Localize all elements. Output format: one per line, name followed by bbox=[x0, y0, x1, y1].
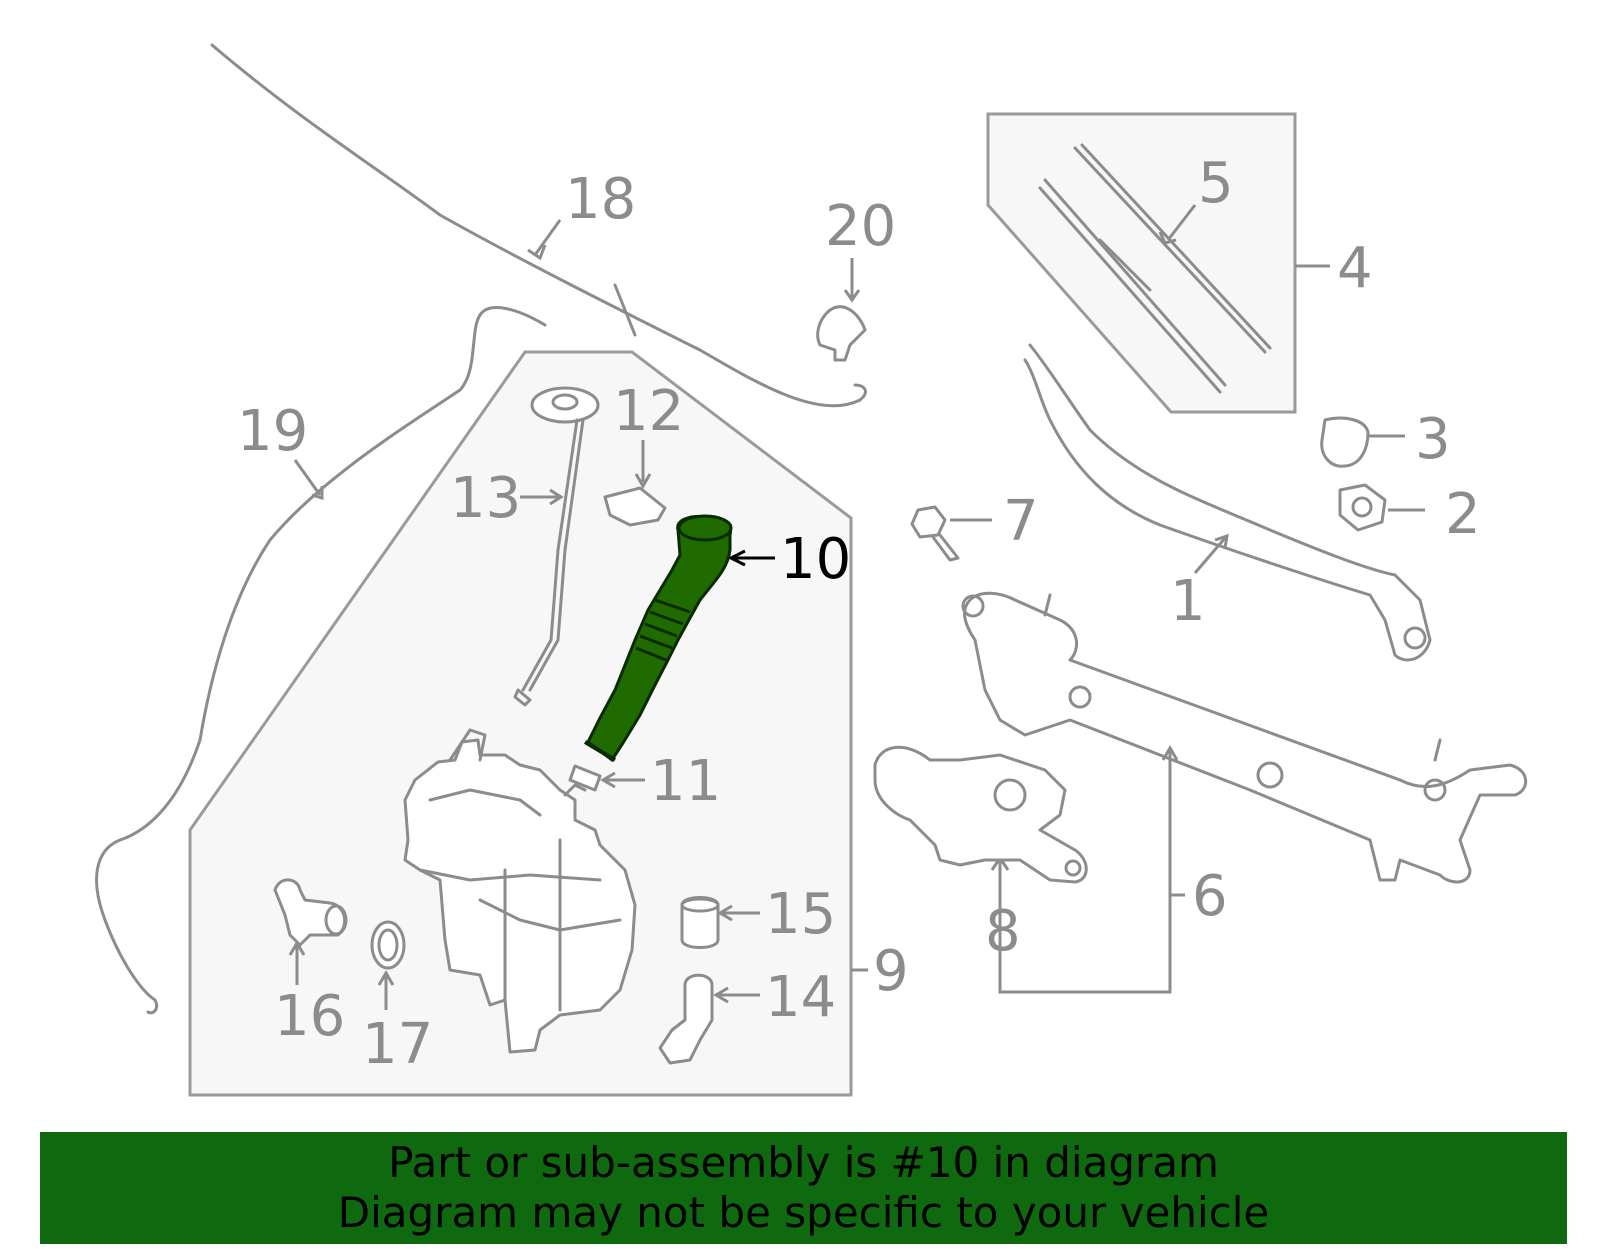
callout-12: 12 bbox=[613, 379, 684, 444]
level-sensor-part bbox=[273, 878, 348, 985]
bolt-part bbox=[910, 505, 992, 562]
callout-19: 19 bbox=[237, 399, 308, 464]
wiper-linkage-part bbox=[961, 591, 1528, 994]
grommet-part bbox=[370, 920, 406, 1010]
callout-2: 2 bbox=[1445, 482, 1481, 547]
callout-13: 13 bbox=[450, 466, 521, 531]
info-banner: Part or sub-assembly is #10 in diagram D… bbox=[40, 1132, 1567, 1244]
callout-17: 17 bbox=[362, 1012, 433, 1077]
callout-3: 3 bbox=[1415, 407, 1451, 472]
washer-hose-part bbox=[210, 43, 867, 408]
seal-part bbox=[568, 764, 645, 792]
callout-11: 11 bbox=[650, 749, 721, 814]
washer-pump-part bbox=[658, 973, 760, 1065]
wiper-motor-part bbox=[873, 745, 1088, 884]
wiper-blade-part bbox=[1038, 143, 1330, 394]
callout-18: 18 bbox=[565, 167, 636, 232]
clip-part bbox=[603, 440, 667, 527]
dipstick-part bbox=[513, 386, 600, 707]
callout-6: 6 bbox=[1192, 864, 1228, 929]
callout-7: 7 bbox=[1003, 489, 1039, 554]
callout-20: 20 bbox=[825, 194, 896, 259]
callout-14: 14 bbox=[765, 965, 836, 1030]
plug-part bbox=[680, 896, 760, 949]
banner-line-2: Diagram may not be specific to your vehi… bbox=[337, 1188, 1270, 1237]
pivot-cap-part bbox=[1320, 416, 1370, 468]
callout-1: 1 bbox=[1170, 569, 1206, 634]
washer-tank-part bbox=[403, 728, 868, 1054]
wiper-blade-group-box bbox=[986, 112, 1297, 414]
banner-line-1: Part or sub-assembly is #10 in diagram bbox=[388, 1138, 1219, 1187]
callout-15: 15 bbox=[765, 882, 836, 947]
callout-16: 16 bbox=[274, 984, 345, 1049]
callout-8: 8 bbox=[985, 899, 1021, 964]
wiper-arm-part bbox=[1023, 343, 1432, 662]
callout-10-highlighted: 10 bbox=[780, 527, 851, 592]
washer-nozzle-part bbox=[816, 258, 867, 362]
arm-nut-part bbox=[1338, 483, 1387, 532]
hose-part bbox=[95, 306, 547, 1015]
callout-9: 9 bbox=[873, 939, 909, 1004]
filler-neck-part-highlighted bbox=[583, 514, 775, 763]
callout-4: 4 bbox=[1337, 236, 1373, 301]
callout-5: 5 bbox=[1198, 151, 1234, 216]
